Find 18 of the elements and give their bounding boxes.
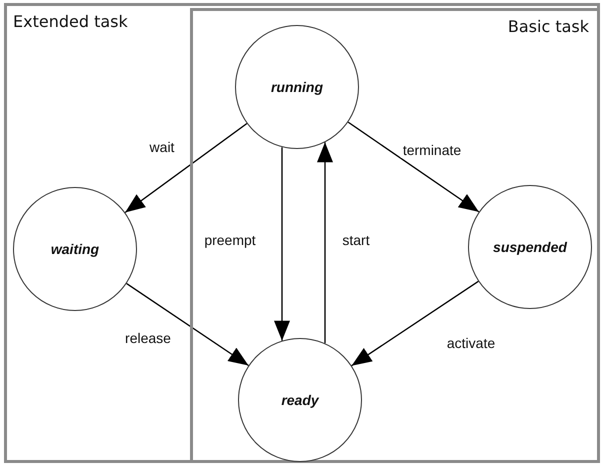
frame-title: Extended task [13, 12, 128, 31]
transition-arrow [124, 122, 248, 214]
task-frame [190, 8, 600, 463]
transition-arrow [351, 280, 479, 366]
state-name: suspended [493, 239, 567, 255]
transition-arrow [348, 122, 480, 212]
state-name: running [270, 79, 324, 95]
transition-arrow [317, 142, 333, 344]
edge-label: wait [148, 139, 176, 155]
frame-title: Basic task [508, 17, 589, 36]
transition-arrow [274, 147, 290, 341]
task-frame [4, 3, 600, 463]
edge-label: terminate [400, 142, 464, 158]
edge-label: release [123, 330, 173, 346]
state-name: waiting [50, 241, 100, 257]
state-name: ready [281, 392, 319, 408]
edge-label: activate [444, 335, 498, 351]
transition-arrow [126, 282, 249, 366]
